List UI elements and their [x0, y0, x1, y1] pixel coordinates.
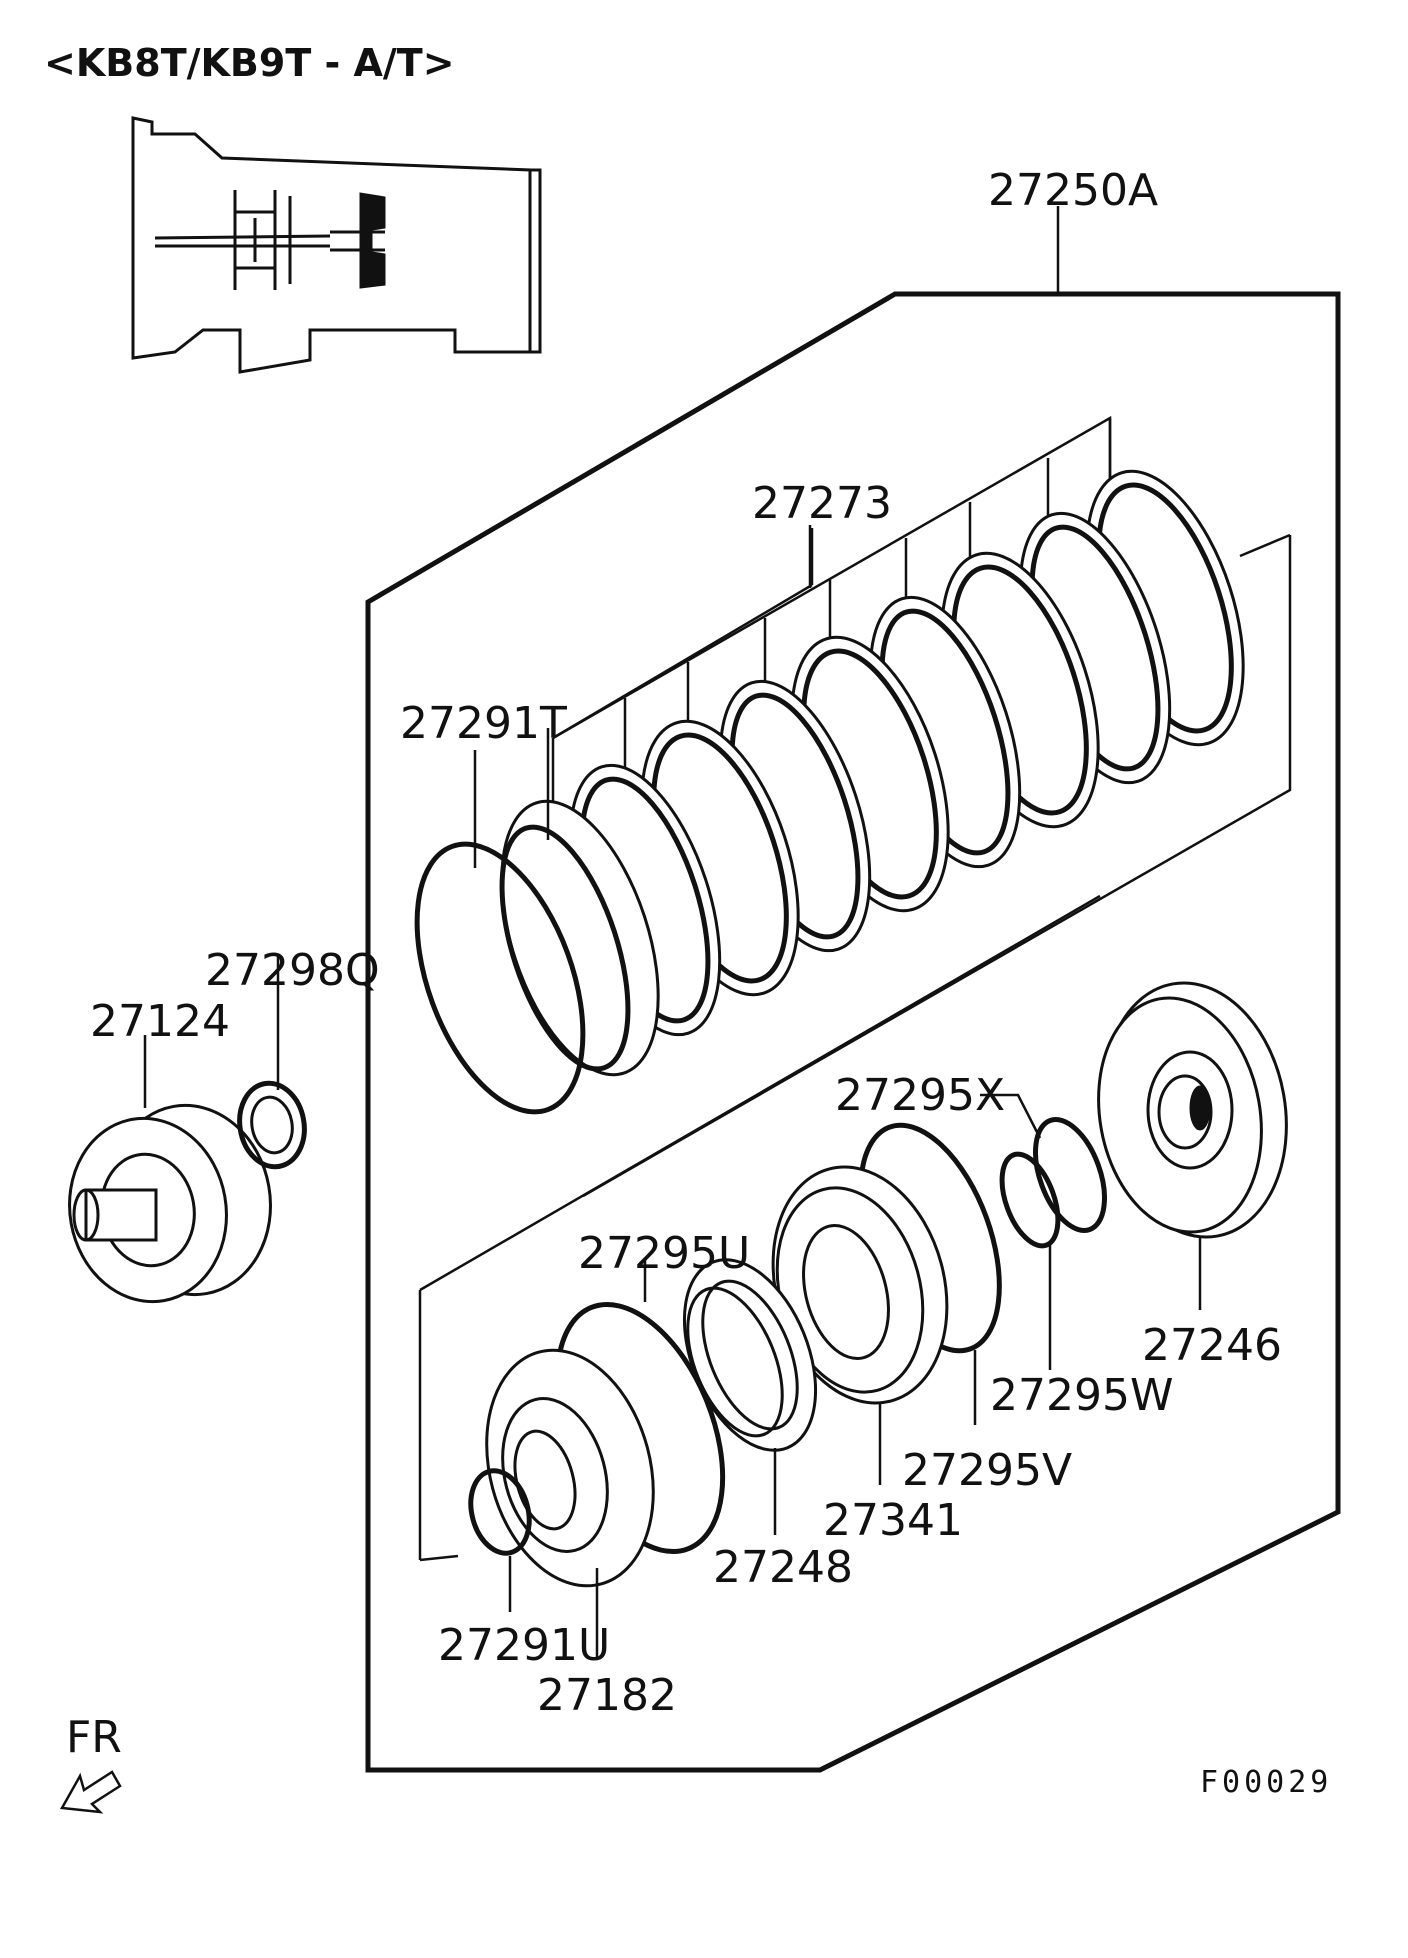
clutch-plate-stack [499, 469, 1245, 1077]
leader-lines [143, 525, 1202, 1660]
callout-27341: 27341 [823, 1495, 963, 1546]
callout-27298Q: 27298Q [205, 945, 380, 996]
callout-27248: 27248 [713, 1542, 853, 1593]
callout-27291U: 27291U [438, 1620, 610, 1671]
callout-27182: 27182 [537, 1670, 677, 1721]
assembly-outline [365, 206, 1341, 1773]
retainer-27182 [485, 1348, 655, 1588]
figure-code: F00029 [1200, 1765, 1332, 1800]
front-direction-arrow-icon [59, 1770, 122, 1814]
callout-27295W: 27295W [990, 1370, 1173, 1421]
piston-27341 [771, 1165, 949, 1405]
transmission-locator-icon [131, 116, 542, 374]
diagram-title: <KB8T/KB9T - A/T> [44, 41, 455, 85]
callout-27250A: 27250A [988, 165, 1158, 216]
callout-27273: 27273 [752, 478, 892, 529]
callout-27124: 27124 [90, 996, 230, 1047]
plate-group-box [551, 415, 1292, 1198]
clutch-drum-27246 [1097, 981, 1288, 1239]
sun-gear-27124 [68, 1103, 272, 1304]
front-marker-label: FR [66, 1712, 122, 1763]
lower-group-box [418, 894, 1101, 1562]
snap-ring-27295X [1033, 1117, 1107, 1233]
snap-ring-27295W [999, 1151, 1061, 1249]
snap-ring-27291T [414, 841, 586, 1115]
thrust-washer-27298Q [237, 1080, 307, 1170]
snap-ring-27291U [468, 1468, 532, 1556]
callout-27246: 27246 [1142, 1320, 1282, 1371]
callout-27291T: 27291T [400, 698, 567, 749]
callout-27295X: 27295X [835, 1070, 1005, 1121]
callout-27295V: 27295V [902, 1445, 1072, 1496]
callout-27295U: 27295U [578, 1228, 750, 1279]
return-spring-27248 [682, 1258, 818, 1452]
